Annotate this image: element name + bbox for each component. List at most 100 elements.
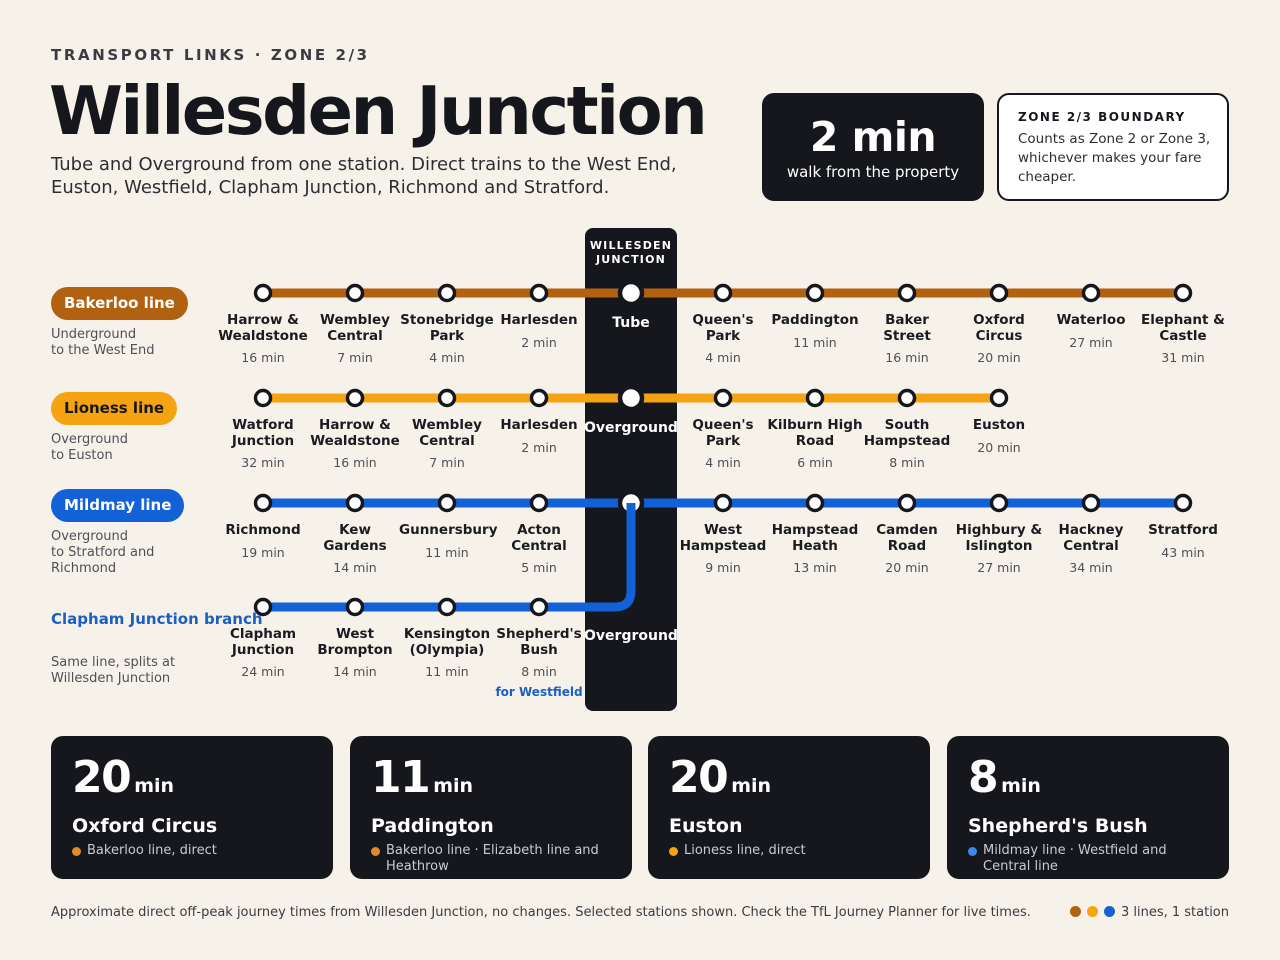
branch-title: Clapham Junction branch [51,610,263,628]
hub-mode-tube: Tube [612,315,650,331]
station-marker [713,283,733,303]
station-name: Stratford [1148,522,1218,538]
station-name: Paddington [771,312,859,328]
page-title: Willesden Junction [49,72,708,150]
station-name: Hampstead Heath [771,522,859,554]
station-label: Kilburn High Road 6 min [767,417,863,470]
station-time: 32 min [241,455,285,470]
station-name: Richmond [225,522,301,538]
station-time: 16 min [885,350,929,365]
station-name: Harlesden [500,417,578,433]
station-name: Hackney Central [1058,522,1124,554]
station-marker [253,597,273,617]
branch-desc: Same line, splits at Willesden Junction [51,655,176,686]
footnote: Approximate direct off-peak journey time… [51,905,1031,920]
station-name: Harlesden [500,312,578,328]
mildmay-dot-icon [1103,906,1115,917]
station-time: 31 min [1161,350,1205,365]
hub-mode-overground: Overground [584,420,678,436]
journey-destination: Shepherd's Bush [968,815,1148,837]
hub-mode-overground-branch: Overground [584,628,678,644]
station-name: West Hampstead [679,522,767,554]
station-marker [437,597,457,617]
station-time: 27 min [977,560,1021,575]
station-name: Watford Junction [231,417,295,449]
station-label: Highbury & Islington 27 min [951,522,1047,575]
station-name: West Brompton [317,626,393,658]
zone-text: Counts as Zone 2 or Zone 3, whichever ma… [1018,131,1211,185]
journey-destination: Oxford Circus [72,815,218,837]
station-label: Watford Junction 32 min [215,417,311,470]
station-time: 43 min [1161,544,1205,560]
station-time: 27 min [1069,334,1113,350]
station-name: Queen's Park [692,417,754,449]
station-label: Euston 20 min [951,417,1047,455]
station-time: 6 min [797,455,833,470]
station-name: Waterloo [1056,312,1126,328]
hub-interchange-marker [617,384,645,412]
station-marker [253,493,273,513]
station-name: Euston [972,417,1026,433]
line-dot-icon [371,847,380,856]
legend-label: 3 lines, 1 station [1120,905,1229,920]
journey-route: Lioness line, direct [669,843,919,859]
lioness-dot-icon [1086,906,1098,917]
station-name: Highbury & Islington [955,522,1043,554]
station-marker [529,388,549,408]
lioness-line-pill: Lioness line [51,392,178,425]
station-time: 34 min [1069,560,1113,575]
station-marker [805,493,825,513]
station-marker [713,388,733,408]
station-name: Clapham Junction [229,626,297,658]
station-note: for Westfield [495,685,583,699]
station-name: Gunnersbury [399,522,498,538]
mildmay-line-pill: Mildmay line [51,489,185,522]
station-time: 4 min [705,455,741,470]
station-marker [253,283,273,303]
station-time: 5 min [521,560,557,575]
station-name: Shepherd's Bush [496,626,582,658]
journey-route: Mildmay line · Westfield and Central lin… [968,843,1218,875]
hub-station-title: WILLESDEN JUNCTION [589,239,673,266]
station-name: Kilburn High Road [767,417,863,449]
lioness-line-desc: Overground to Euston [51,432,129,463]
station-time: 7 min [337,350,373,365]
station-marker [805,283,825,303]
station-marker [529,283,549,303]
station-name: Wembley Central [412,417,482,449]
station-time: 14 min [333,560,377,575]
station-marker [345,493,365,513]
station-marker [805,388,825,408]
station-time: 20 min [885,560,929,575]
station-marker [437,283,457,303]
journey-route: Bakerloo line · Elizabeth line and Heath… [371,843,621,875]
station-marker [529,493,549,513]
station-marker [345,388,365,408]
station-name: Baker Street [883,312,931,344]
station-marker [989,388,1009,408]
station-time: 20 min [977,350,1021,365]
station-time: 16 min [241,350,285,365]
walk-time-label: walk from the property [786,163,960,181]
station-name: Wembley Central [320,312,390,344]
station-time: 2 min [521,439,557,455]
station-time: 11 min [425,544,469,560]
station-time: 20 min [977,439,1021,455]
station-time: 24 min [241,664,285,679]
